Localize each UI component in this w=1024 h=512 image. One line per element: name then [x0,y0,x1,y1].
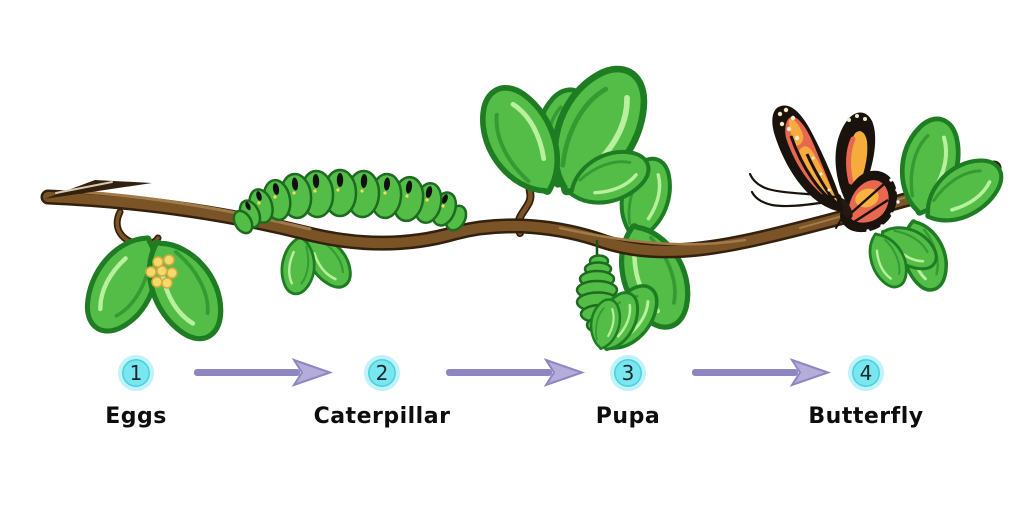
stage-2-number: 2 [375,361,389,385]
caterpillar-spots [245,173,448,211]
arrow-1 [194,358,334,387]
pupa-illustration [575,240,669,361]
stage-4-number: 4 [859,361,873,385]
butterfly-legs [835,215,851,229]
stage-1-badge: 1 [118,355,154,391]
butterfly-illustration [748,105,900,233]
egg-cluster [145,254,178,289]
top-leaf-cluster [466,54,661,215]
caterpillar-dots [257,188,445,208]
stage-1-label: Eggs [105,404,167,429]
stage-2-label: Caterpillar [313,404,451,429]
arrow-2 [446,358,586,387]
stage-2-badge: 2 [364,355,400,391]
stage-4-label: Butterfly [808,404,924,429]
eggs-illustration [74,224,236,350]
butterfly-hindwing [840,170,900,233]
butterfly-antennae [748,172,837,208]
stage-3-label: Pupa [595,404,661,429]
arrow-3 [692,358,832,387]
stage-1-number: 1 [129,361,143,385]
stage-3-number: 3 [621,361,635,385]
branch-broken-tip [44,180,152,199]
stage-4-badge: 4 [848,355,884,391]
stage-3-badge: 3 [610,355,646,391]
butterfly-front-forewing [772,105,843,212]
caterpillar-illustration [232,168,468,235]
wing-spots [777,107,831,192]
